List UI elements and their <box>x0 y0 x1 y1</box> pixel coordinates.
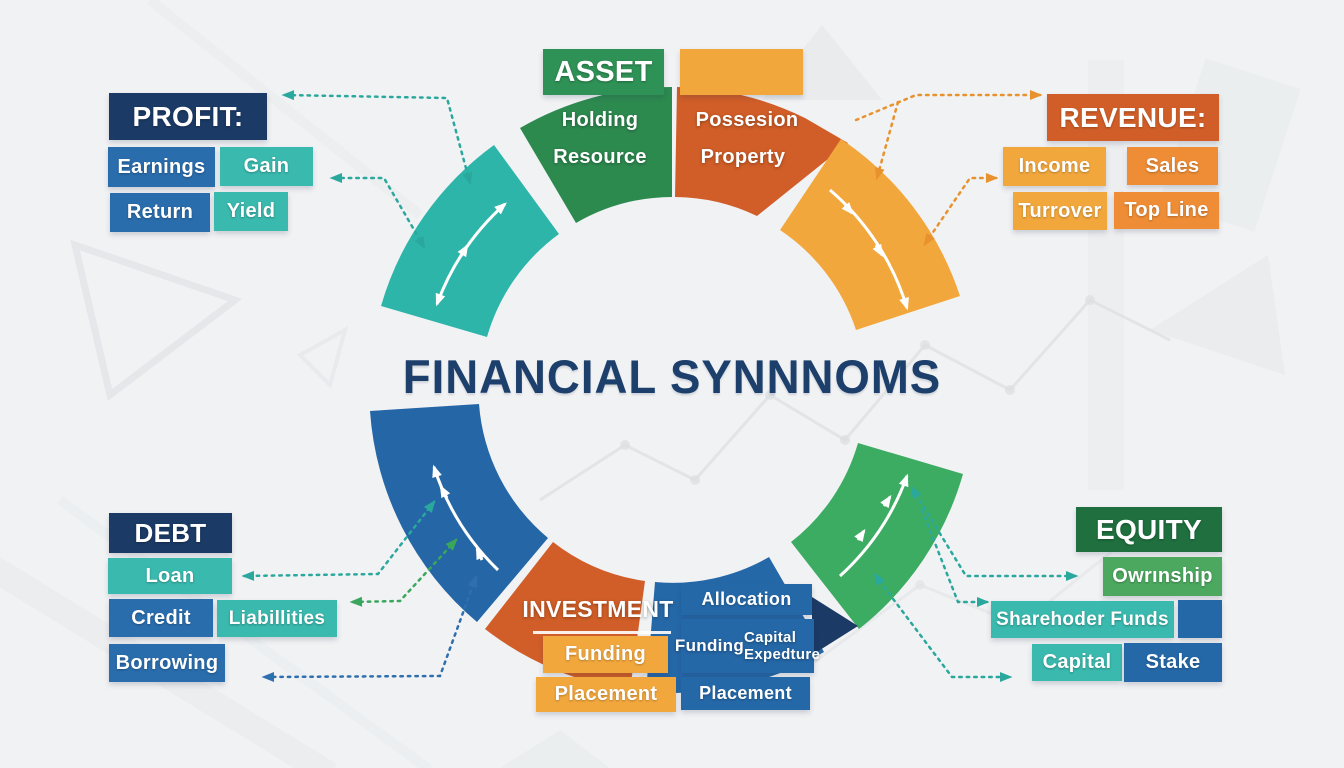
equity-term-capital: Capital <box>1032 644 1122 681</box>
connector-profit-gain <box>329 173 426 250</box>
profit-term-gain: Gain <box>220 147 313 186</box>
ring-segment-possession <box>675 87 848 216</box>
blue-arc-mid-arrow2-icon <box>439 484 451 499</box>
debt-header: DEBT <box>109 513 232 553</box>
revenue-term-topline: Top Line <box>1114 192 1219 229</box>
equity-header: EQUITY <box>1076 507 1222 552</box>
connector-debt-borrowing <box>261 574 478 682</box>
dotted-connectors <box>241 90 1079 682</box>
profit-term-yield: Yield <box>214 192 288 231</box>
allocation-term-funding-capex: Funding Capital Expedture <box>675 619 820 673</box>
investment-divider <box>533 631 671 634</box>
connector-possession-arc <box>874 100 900 181</box>
revenue-term-sales: Sales <box>1127 147 1218 185</box>
allocation-capex-line: Capital Expedture <box>744 629 821 663</box>
connector-equity-capital <box>873 573 1013 682</box>
ring-segment-blue <box>370 404 548 622</box>
allocation-term-allocation: Allocation <box>681 584 812 615</box>
equity-box-empty <box>1178 600 1222 638</box>
profit-term-return: Return <box>110 193 210 232</box>
decor-triangle-bottom <box>500 730 610 768</box>
connector-profit-header <box>281 90 473 186</box>
amber-arc-mid-arrow2-icon <box>872 243 884 258</box>
amber-arc-mid-arrow-icon <box>841 202 854 215</box>
possession-term-possesion: Possesion <box>695 109 799 131</box>
decor-line-chart-dots <box>620 295 1095 485</box>
green-arc-mid-arrow-icon <box>854 528 866 543</box>
asset-term-resource: Resource <box>553 146 647 168</box>
allocation-arrow-wedge-icon <box>812 597 858 655</box>
debt-term-liabilities: Liabillities <box>217 600 337 637</box>
asset-term-holding: Holding <box>561 109 639 131</box>
revenue-term-turnover: Turrover <box>1013 192 1107 230</box>
triangle-right-icon <box>1150 255 1285 375</box>
profit-header: PROFIT: <box>109 93 267 140</box>
equity-term-stake: Stake <box>1124 643 1222 682</box>
asset-header: ASSET <box>543 49 664 95</box>
equity-term-shareholder-funds: Sharehoder Funds <box>991 601 1174 638</box>
revenue-header: REVENUE: <box>1047 94 1219 141</box>
connector-revenue-header <box>854 90 1043 122</box>
investment-term-placement: Placement <box>536 677 676 712</box>
small-triangle-outline-icon <box>296 325 349 389</box>
investment-term-funding: Funding <box>543 636 668 673</box>
possession-header-empty <box>680 49 803 95</box>
debt-term-credit: Credit <box>109 599 213 637</box>
debt-term-borrowing: Borrowing <box>109 644 225 682</box>
allocation-funding-line: Funding <box>674 636 745 655</box>
possession-term-property: Property <box>700 146 786 168</box>
page-title: FINANCIAL SYNNNOMS <box>402 349 942 403</box>
equity-term-ownership: Owrınship <box>1103 557 1222 596</box>
arc-flow-arrows <box>432 188 909 578</box>
ring-segment-asset <box>520 87 672 223</box>
green-arc-arrow-icon <box>838 473 909 578</box>
connector-revenue-income <box>923 173 999 247</box>
green-arc-mid-arrow2-icon <box>880 494 892 509</box>
blue-arc-arrow-icon <box>432 464 500 572</box>
revenue-term-income: Income <box>1003 147 1106 186</box>
profit-term-earnings: Earnings <box>108 147 215 187</box>
debt-term-loan: Loan <box>108 558 232 594</box>
teal-arc-mid-arrow-icon <box>457 243 469 258</box>
allocation-term-placement: Placement <box>681 677 810 710</box>
blue-arc-mid-arrow-icon <box>475 546 486 561</box>
amber-arc-arrow-icon <box>829 188 909 311</box>
investment-header: INVESTMENT <box>522 595 674 622</box>
triangle-outline-icon <box>70 239 243 402</box>
